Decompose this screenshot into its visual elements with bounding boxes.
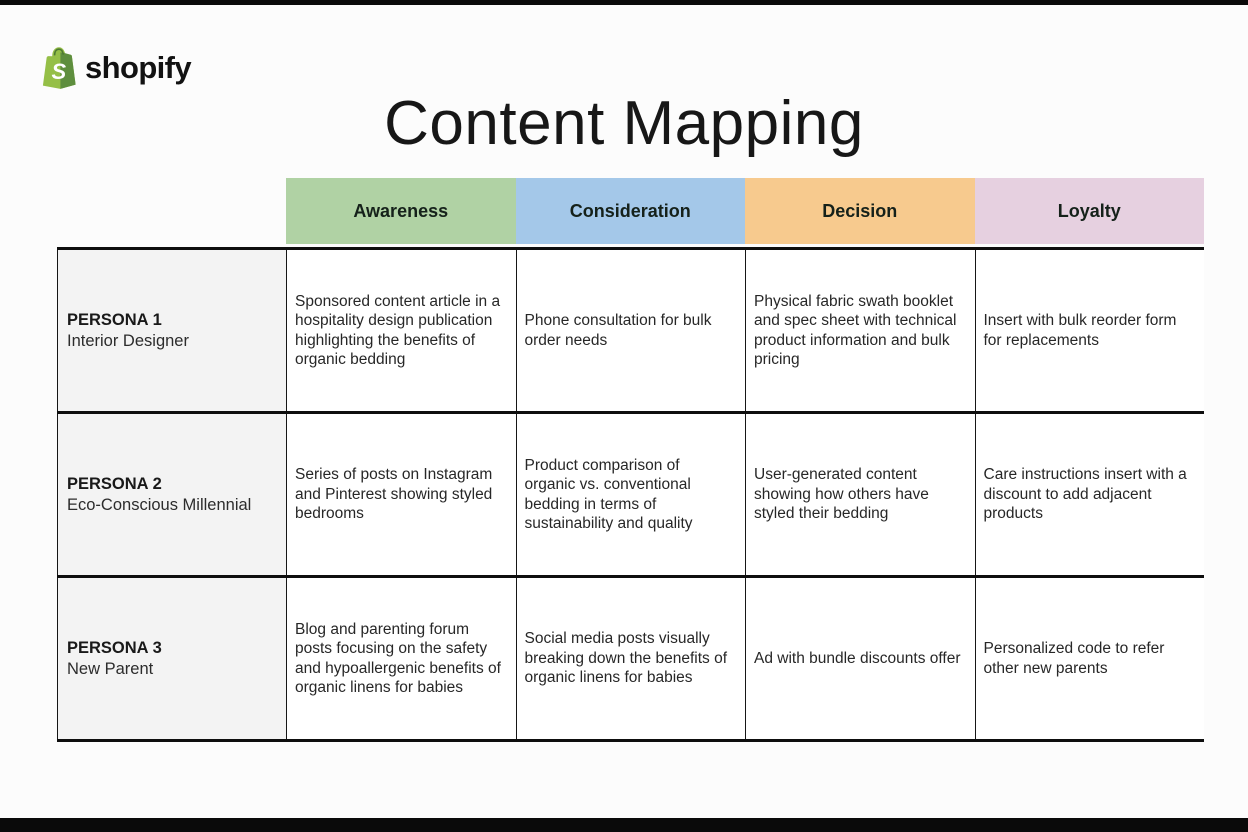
cell-text: Insert with bulk reorder form for replac…	[983, 312, 1177, 349]
persona-cell-2: PERSONA 2 Eco-Conscious Millennial	[57, 414, 286, 575]
shopify-bag-icon: S	[42, 47, 76, 89]
cell-persona1-decision: Physical fabric swath booklet and spec s…	[745, 250, 975, 411]
cell-text: Phone consultation for bulk order needs	[524, 312, 712, 349]
cell-persona2-decision: User-generated content showing how other…	[745, 414, 975, 575]
persona-cell-1: PERSONA 1 Interior Designer	[57, 250, 286, 411]
cell-persona2-loyalty: Care instructions insert with a discount…	[974, 414, 1204, 575]
cell-text: Social media posts visually breaking dow…	[524, 630, 728, 687]
cell-text: Blog and parenting forum posts focusing …	[295, 620, 501, 697]
table-row-persona-3: PERSONA 3 New Parent Blog and parenting …	[57, 578, 1204, 742]
persona-cell-3: PERSONA 3 New Parent	[57, 578, 286, 739]
stage-header-row: Awareness Consideration Decision Loyalty	[286, 178, 1204, 244]
stage-header-consideration: Consideration	[515, 178, 745, 244]
table-row-persona-2: PERSONA 2 Eco-Conscious Millennial Serie…	[57, 414, 1204, 578]
persona-name: PERSONA 2	[67, 474, 162, 493]
cell-text: User-generated content showing how other…	[754, 466, 929, 523]
persona-name: PERSONA 3	[67, 638, 162, 657]
cell-text: Sponsored content article in a hospitali…	[295, 292, 501, 369]
cell-persona3-loyalty: Personalized code to refer other new par…	[974, 578, 1204, 739]
stage-header-loyalty: Loyalty	[974, 178, 1204, 244]
top-border-bar	[0, 0, 1248, 5]
svg-text:S: S	[52, 59, 67, 84]
cell-persona1-consideration: Phone consultation for bulk order needs	[515, 250, 745, 411]
shopify-wordmark: shopify	[85, 50, 192, 85]
persona-name: PERSONA 1	[67, 310, 162, 329]
table-row-persona-1: PERSONA 1 Interior Designer Sponsored co…	[57, 250, 1204, 414]
content-mapping-table: PERSONA 1 Interior Designer Sponsored co…	[57, 247, 1204, 742]
cell-text: Personalized code to refer other new par…	[983, 640, 1165, 677]
persona-descriptor: Interior Designer	[67, 331, 189, 350]
bottom-border-bar	[0, 818, 1248, 832]
cell-text: Ad with bundle discounts offer	[754, 649, 961, 667]
cell-text: Physical fabric swath booklet and spec s…	[754, 292, 957, 369]
cell-text: Series of posts on Instagram and Pintere…	[295, 466, 493, 523]
page-title: Content Mapping	[384, 88, 864, 158]
stage-header-decision: Decision	[745, 178, 975, 244]
cell-persona2-awareness: Series of posts on Instagram and Pintere…	[286, 414, 516, 575]
cell-persona1-loyalty: Insert with bulk reorder form for replac…	[974, 250, 1204, 411]
stage-header-awareness: Awareness	[286, 178, 516, 244]
shopify-logo: S shopify	[40, 46, 192, 90]
cell-text: Care instructions insert with a discount…	[983, 466, 1187, 523]
persona-descriptor: Eco-Conscious Millennial	[67, 495, 252, 514]
cell-persona2-consideration: Product comparison of organic vs. conven…	[515, 414, 745, 575]
cell-text: Product comparison of organic vs. conven…	[524, 456, 693, 533]
cell-persona1-awareness: Sponsored content article in a hospitali…	[286, 250, 516, 411]
cell-persona3-decision: Ad with bundle discounts offer	[745, 578, 975, 739]
cell-persona3-awareness: Blog and parenting forum posts focusing …	[286, 578, 516, 739]
persona-descriptor: New Parent	[67, 659, 154, 678]
cell-persona3-consideration: Social media posts visually breaking dow…	[515, 578, 745, 739]
